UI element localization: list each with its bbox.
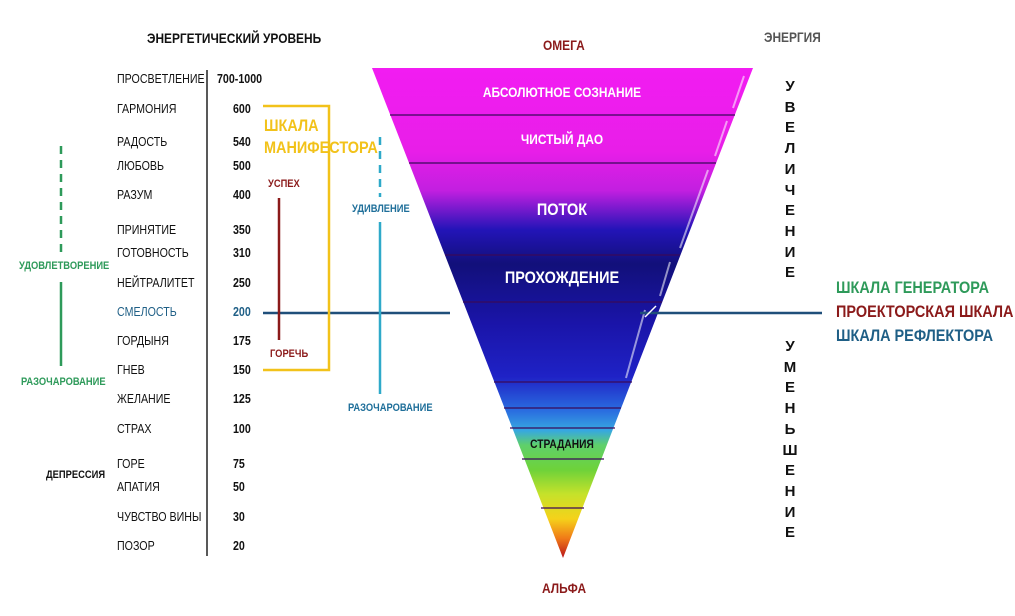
band-passage: ПРОХОЖДЕНИЕ [504,268,620,287]
level-name: НЕЙТРАЛИТЕТ [117,275,195,290]
level-name: ГОТОВНОСТЬ [117,245,189,260]
level-value: 200 [233,304,251,319]
level-name: ЛЮБОВЬ [117,158,165,173]
success-label: УСПЕХ [268,178,300,190]
level-value: 250 [233,275,251,290]
level-name: РАДОСТЬ [117,134,168,149]
level-name: ПОЗОР [117,538,155,553]
manifestor-title-line1: ШКАЛА [264,116,319,135]
band-suffering: СТРАДАНИЯ [530,437,594,451]
depression-label: ДЕПРЕССИЯ [46,469,106,481]
level-value: 500 [233,158,251,173]
vertical-letter: Ш [782,441,798,459]
legend-reflector: ШКАЛА РЕФЛЕКТОРА [836,326,994,345]
vertical-letter: И [784,243,796,261]
band-separators [390,114,735,509]
level-name: ГОРЕ [117,456,145,471]
vertical-letter: Н [784,482,796,500]
satisfaction-label: УДОВЛЕТВОРЕНИЕ [19,260,110,272]
level-value: 400 [233,187,251,202]
energy-level-header: ЭНЕРГЕТИЧЕСКИЙ УРОВЕНЬ [147,30,322,46]
level-name: ПРОСВЕТЛЕНИЕ [117,71,205,86]
level-value: 150 [233,362,251,377]
level-name: ГАРМОНИЯ [117,101,177,116]
level-value: 50 [233,479,245,494]
level-value: 540 [233,134,251,149]
vertical-letter: Е [784,202,795,220]
vertical-letter: Е [784,462,795,480]
level-name: ГОРДЫНЯ [117,333,169,348]
level-value: 100 [233,421,251,436]
level-value: 600 [233,101,251,116]
band-absolute-consciousness: АБСОЛЮТНОЕ СОЗНАНИЕ [482,84,642,100]
level-value: 310 [233,245,251,260]
level-value: 75 [233,456,245,471]
level-name: ГНЕВ [117,362,145,377]
level-name: РАЗУМ [117,187,153,202]
manifestor-title-line2: МАНИФЕСТОРА [264,138,378,157]
vertical-letter: Е [784,264,795,282]
level-value: 125 [233,391,251,406]
energy-triangle [372,68,753,558]
level-value: 30 [233,509,245,524]
omega-label: ОМЕГА [543,37,585,53]
vertical-letter: И [784,160,796,178]
vertical-letter: Е [784,119,795,137]
vertical-letter: Е [784,524,795,542]
legend-generator: ШКАЛА ГЕНЕРАТОРА [836,278,990,297]
vertical-letter: У [785,338,795,355]
level-value: 175 [233,333,251,348]
vertical-letter: В [784,98,796,116]
baseline-cross-mark [644,305,657,318]
vertical-letter: И [784,503,796,521]
disappointment-left-label: РАЗОЧАРОВАНИЕ [21,376,106,388]
surprise-label: УДИВЛЕНИЕ [352,203,410,215]
level-value: 700-1000 [217,71,263,86]
disappointment-right-label: РАЗОЧАРОВАНИЕ [348,402,433,414]
legend-projector: ПРОЕКТОРСКАЯ ШКАЛА [836,302,1014,321]
vertical-letter: Ч [784,181,796,199]
alpha-label: АЛЬФА [542,580,587,596]
triangle-highlights [625,75,745,379]
vertical-letter: Л [784,140,796,158]
level-name: ПРИНЯТИЕ [117,222,177,237]
level-value: 350 [233,222,251,237]
level-name: АПАТИЯ [117,479,160,494]
vertical-letter: Е [784,379,795,397]
level-name: ЧУВСТВО ВИНЫ [117,509,202,524]
vertical-letter: М [783,358,797,376]
level-name: СТРАХ [117,421,152,436]
band-pure-dao: ЧИСТЫЙ ДАО [520,131,604,147]
energy-header: ЭНЕРГИЯ [764,29,821,45]
manifestor-bracket [263,104,331,372]
level-name: СМЕЛОСТЬ [117,304,177,319]
bitterness-label: ГОРЕЧЬ [270,348,309,360]
vertical-letter: Н [784,400,796,418]
level-name: ЖЕЛАНИЕ [117,391,171,406]
band-flow: ПОТОК [536,200,588,219]
vertical-letter: Н [784,222,796,240]
vertical-letter: Ь [784,420,796,438]
level-value: 20 [233,538,245,553]
vertical-letter: У [785,78,795,95]
